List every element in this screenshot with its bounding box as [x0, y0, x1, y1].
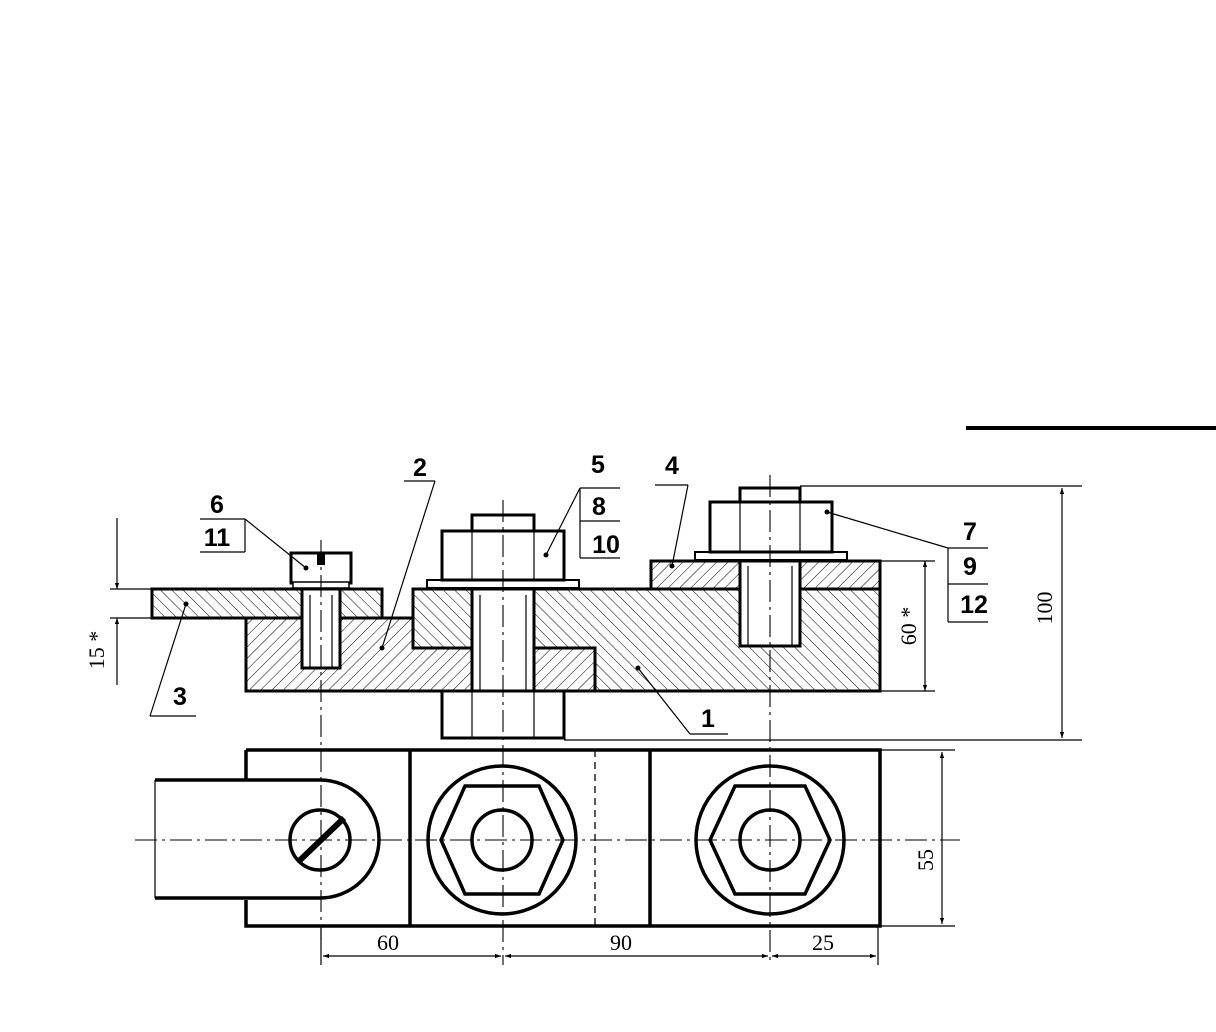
- label-part-9: 9: [963, 553, 977, 581]
- label-part-6: 6: [210, 491, 224, 519]
- label-part-12: 12: [960, 591, 988, 619]
- label-part-2: 2: [413, 454, 427, 482]
- dimensions: 15 * 60 * 100 55 60 90 25: [84, 485, 1082, 965]
- dim-pitch-left: 60: [377, 930, 399, 955]
- label-part-7: 7: [963, 518, 977, 546]
- label-part-1: 1: [701, 705, 715, 733]
- label-part-3: 3: [173, 683, 187, 711]
- leaders: 6 11 2 5 8 10 4 7 9 12 3: [149, 451, 988, 735]
- label-part-10: 10: [592, 531, 620, 559]
- dim-pitch-right: 25: [812, 930, 834, 955]
- label-part-8: 8: [592, 493, 606, 521]
- dim-width: 55: [913, 849, 938, 871]
- label-part-4: 4: [665, 452, 679, 480]
- part-7-nut: [708, 500, 834, 554]
- dim-pitch-middle: 90: [610, 930, 632, 955]
- label-part-11: 11: [204, 524, 231, 552]
- dim-height-star: 60 *: [896, 607, 921, 646]
- middle-hex-nut-icon: [439, 784, 565, 896]
- label-part-5: 5: [591, 451, 605, 479]
- dim-overall-height: 100: [1032, 592, 1057, 625]
- plan-view: [135, 748, 960, 928]
- dim-thickness-star: 15 *: [84, 631, 109, 670]
- section-view: [150, 475, 882, 965]
